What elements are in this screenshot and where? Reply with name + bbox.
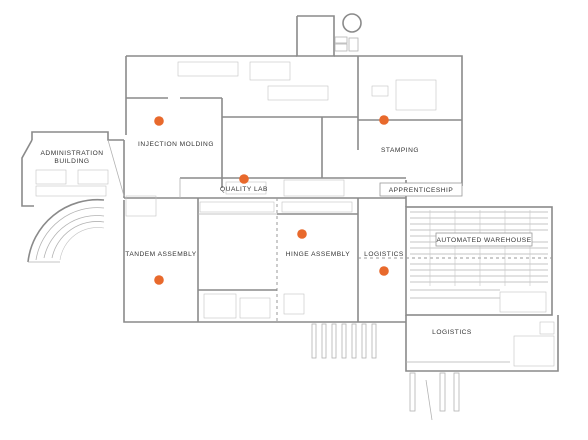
label-injection-molding: INJECTION MOLDING (138, 141, 214, 148)
label-administration-building-2: BUILDING (54, 158, 89, 165)
building-walls (123, 13, 559, 372)
label-stamping: STAMPING (381, 147, 419, 154)
label-quality-lab: QUALITY LAB (220, 186, 268, 193)
marker-injection-molding[interactable] (154, 116, 164, 126)
marker-tandem-assembly[interactable] (154, 275, 164, 285)
label-logistics-south: LOGISTICS (432, 329, 472, 336)
interior-walls (124, 56, 552, 322)
logistics-details (406, 321, 555, 367)
automated-warehouse-box (435, 232, 533, 247)
area-labels: ADMINISTRATION BUILDING INJECTION MOLDIN… (41, 141, 533, 336)
label-administration-building: ADMINISTRATION (41, 150, 104, 157)
marker-logistics[interactable] (379, 266, 389, 276)
label-tandem-assembly: TANDEM ASSEMBLY (125, 251, 196, 258)
label-automated-warehouse: AUTOMATED WAREHOUSE (436, 237, 531, 244)
marker-quality-lab[interactable] (239, 174, 249, 184)
location-markers (154, 115, 389, 285)
label-hinge-assembly: HINGE ASSEMBLY (286, 251, 351, 258)
equipment-details (125, 61, 437, 319)
marker-hinge-assembly[interactable] (297, 229, 307, 239)
apprenticeship-box (379, 182, 463, 197)
administration-building (21, 131, 125, 263)
warehouse-racks (410, 210, 548, 313)
marker-stamping[interactable] (379, 115, 389, 125)
label-logistics-mid: LOGISTICS (364, 251, 404, 258)
label-apprenticeship: APPRENTICESHIP (389, 187, 454, 194)
loading-docks (311, 323, 460, 421)
